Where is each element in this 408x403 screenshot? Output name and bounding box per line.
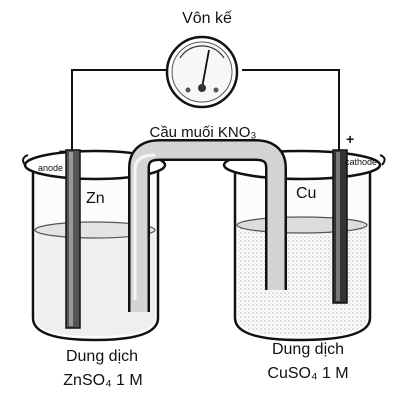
left-solution-formula: ZnSO₄ 1 M xyxy=(63,372,142,389)
right-solution-formula: CuSO₄ 1 M xyxy=(267,365,348,382)
voltmeter-scale xyxy=(179,45,225,59)
voltmeter-needle xyxy=(201,49,210,89)
zinc-label: Zn xyxy=(86,190,105,207)
voltmeter-label: Vôn kế xyxy=(182,10,232,27)
voltmeter xyxy=(165,35,239,109)
copper-label: Cu xyxy=(296,185,316,202)
left-solution-name: Dung dịch xyxy=(66,348,138,365)
salt-bridge-label: Cầu muối KNO₃ xyxy=(150,124,257,141)
salt-bridge xyxy=(128,139,287,312)
wire-left xyxy=(71,69,166,150)
right-beaker xyxy=(222,149,386,342)
minus-sign: – xyxy=(59,142,67,158)
right-solution-name: Dung dịch xyxy=(272,341,344,358)
cathode-label: cathode xyxy=(345,157,377,167)
anode-label: anode xyxy=(38,163,63,173)
wire-right xyxy=(242,69,340,150)
plus-sign: + xyxy=(346,131,354,147)
